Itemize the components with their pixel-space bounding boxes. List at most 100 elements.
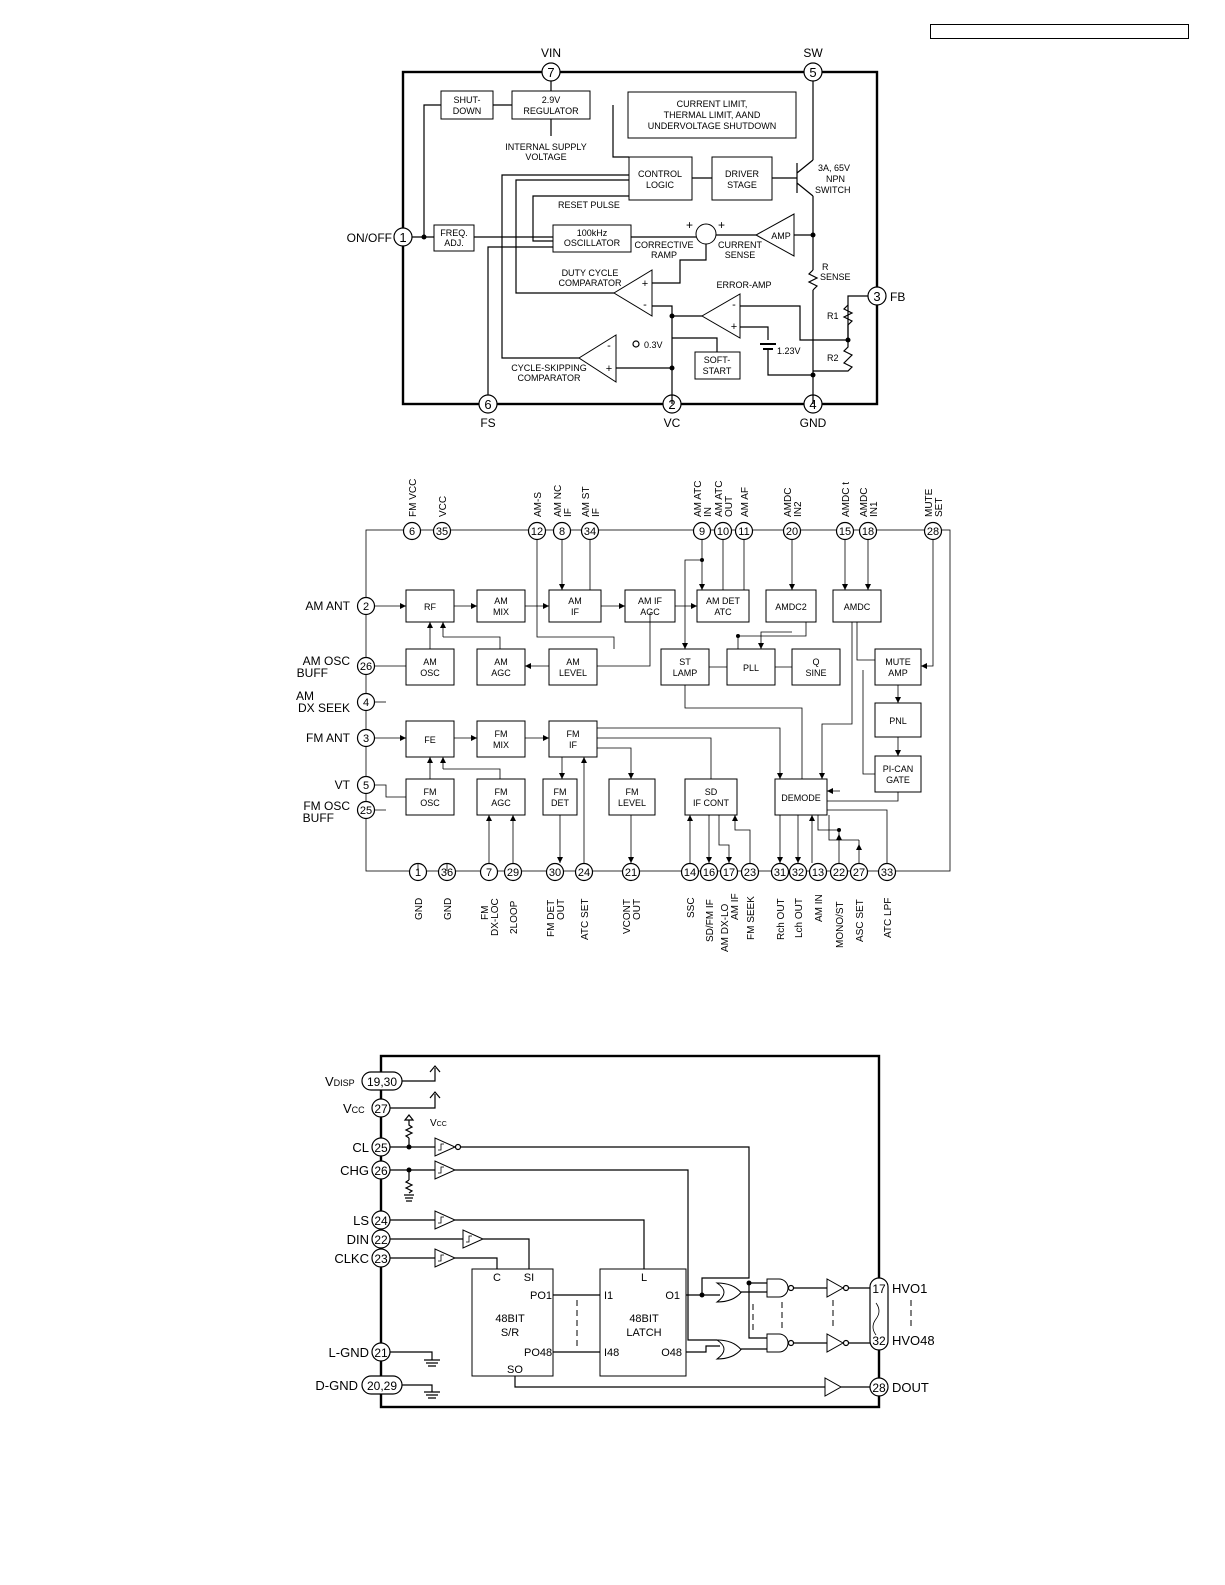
svg-text:MUTE: MUTE — [924, 488, 935, 517]
svg-text:VCONT: VCONT — [622, 899, 633, 934]
svg-text:+: + — [606, 363, 612, 375]
svg-text:FM VCC: FM VCC — [408, 479, 419, 517]
svg-text:FM: FM — [567, 729, 580, 739]
svg-text:10: 10 — [717, 526, 729, 538]
svg-text:ATC: ATC — [714, 607, 732, 617]
svg-text:LATCH: LATCH — [626, 1327, 661, 1339]
svg-text:SET: SET — [934, 498, 945, 517]
svg-text:IN1: IN1 — [869, 501, 880, 517]
svg-text:FM: FM — [554, 787, 567, 797]
svg-text:AMDC: AMDC — [844, 602, 871, 612]
svg-text:FM: FM — [424, 787, 437, 797]
svg-text:DIN: DIN — [347, 1232, 369, 1247]
duty-cycle-comparator — [613, 269, 653, 317]
svg-text:27: 27 — [853, 867, 865, 879]
svg-text:AM: AM — [568, 596, 582, 606]
svg-text:AM NC: AM NC — [553, 485, 564, 517]
pin-clkc: 23 CLKC — [334, 1248, 391, 1268]
svg-text:HVO1: HVO1 — [892, 1281, 927, 1296]
svg-text:3: 3 — [873, 289, 880, 304]
svg-text:24: 24 — [578, 867, 590, 879]
svg-text:AMP: AMP — [771, 231, 791, 241]
svg-text:48BIT: 48BIT — [629, 1313, 659, 1325]
regulator-block — [511, 90, 591, 120]
svg-text:RAMP: RAMP — [651, 250, 677, 260]
svg-text:7: 7 — [547, 65, 554, 80]
wiring — [390, 1065, 870, 1399]
svg-text:15: 15 — [839, 526, 851, 538]
svg-text:2: 2 — [668, 397, 675, 412]
svg-text:SD: SD — [705, 787, 718, 797]
svg-text:-: - — [732, 299, 736, 311]
plus-sign: + — [718, 218, 725, 232]
svg-text:AM-S: AM-S — [533, 492, 544, 517]
pin-vdisp: 19,30 VDISP — [325, 1071, 403, 1091]
svg-text:27: 27 — [374, 1102, 388, 1116]
arrowheads — [400, 584, 927, 863]
svg-text:STAGE: STAGE — [727, 180, 757, 190]
svg-text:5: 5 — [363, 780, 369, 792]
shift-register-block: C SI PO1 48BIT S/R PO48 SO — [471, 1268, 554, 1377]
svg-text:IF CONT: IF CONT — [693, 798, 729, 808]
pin-1-on-off: 1 ON/OFF — [347, 227, 413, 247]
svg-text:AM AF: AM AF — [740, 487, 751, 517]
svg-text:VIN: VIN — [541, 46, 561, 60]
svg-text:SHUT-: SHUT- — [454, 95, 481, 105]
svg-text:HVO48: HVO48 — [892, 1333, 935, 1348]
svg-text:LEVEL: LEVEL — [618, 798, 646, 808]
svg-text:OSC: OSC — [420, 668, 440, 678]
soft-start-block — [694, 351, 741, 380]
svg-text:ASC SET: ASC SET — [855, 899, 866, 942]
svg-text:O1: O1 — [665, 1290, 680, 1302]
svg-text:17: 17 — [723, 867, 735, 879]
svg-text:FM: FM — [495, 787, 508, 797]
pin-l-gnd: 21 L-GND — [329, 1342, 391, 1362]
pin-d-gnd: 20,29 D-GND — [315, 1375, 403, 1395]
svg-text:3: 3 — [363, 733, 369, 745]
svg-text:26: 26 — [374, 1164, 388, 1178]
svg-text:VCC: VCC — [438, 496, 449, 517]
freq-adj-block — [433, 224, 475, 252]
svg-text:32: 32 — [872, 1334, 886, 1348]
svg-text:1: 1 — [415, 867, 421, 879]
svg-text:FM: FM — [480, 906, 491, 920]
svg-text:CURRENT: CURRENT — [718, 240, 763, 250]
svg-text:-: - — [607, 340, 611, 352]
svg-text:20,29: 20,29 — [367, 1379, 397, 1393]
pin-5-sw: 5 SW — [803, 46, 823, 82]
svg-text:AMP: AMP — [888, 668, 908, 678]
svg-text:14: 14 — [684, 867, 696, 879]
svg-text:PI-CAN: PI-CAN — [883, 764, 914, 774]
svg-text:COMPARATOR: COMPARATOR — [558, 278, 622, 288]
vfd-driver-block-diagram: 19,30 VDISP 27 VCC 25 CL 26 CHG 24 LS 22… — [315, 1054, 935, 1409]
svg-text:AM: AM — [494, 596, 508, 606]
svg-text:CL: CL — [352, 1140, 369, 1155]
svg-text:AM ATC: AM ATC — [693, 481, 704, 517]
svg-text:S/R: S/R — [501, 1327, 519, 1339]
svg-text:AM IN: AM IN — [814, 894, 825, 922]
svg-text:REGULATOR: REGULATOR — [523, 106, 579, 116]
svg-text:29: 29 — [507, 867, 519, 879]
svg-text:2: 2 — [363, 601, 369, 613]
fe-block: FE — [405, 720, 455, 758]
svg-text:RESET PULSE: RESET PULSE — [558, 200, 620, 210]
svg-text:31: 31 — [774, 867, 786, 879]
svg-text:Q: Q — [812, 657, 819, 667]
svg-text:17: 17 — [872, 1282, 886, 1296]
pin-cl: 25 CL — [352, 1137, 391, 1157]
svg-text:DEMODE: DEMODE — [781, 793, 821, 803]
pin-hvo-bus: 17 32 HVO1 HVO48 — [869, 1277, 935, 1351]
svg-text:BUFF: BUFF — [297, 666, 328, 680]
svg-text:BUFF: BUFF — [303, 811, 334, 825]
svg-text:DUTY CYCLE: DUTY CYCLE — [562, 268, 619, 278]
svg-text:28: 28 — [927, 526, 939, 538]
oscillator-block — [552, 224, 632, 253]
svg-text:LOGIC: LOGIC — [646, 180, 675, 190]
svg-text:SD/FM IF: SD/FM IF — [705, 899, 716, 942]
